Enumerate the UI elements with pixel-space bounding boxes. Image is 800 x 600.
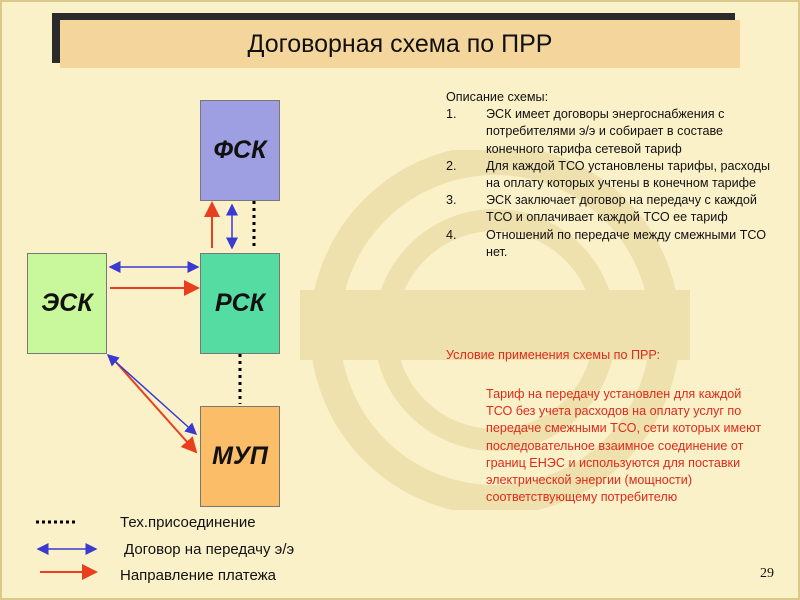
condition-title: Условие применения схемы по ПРР:: [446, 348, 661, 362]
item-number: 4.: [446, 227, 457, 242]
box-rsk: РСК: [200, 253, 280, 354]
legend-payment-label: Направление платежа: [120, 567, 277, 584]
list-item: 2. Для каждой ТСО установлены тарифы, рас…: [446, 158, 776, 192]
item-number: 2.: [446, 158, 457, 173]
condition-text: Тариф на передачу установлен для каждой …: [486, 387, 762, 505]
arrow-payment-esk-mup: [114, 360, 198, 454]
description-list: 1. ЭСК имеет договоры энергоснабжения с п…: [446, 106, 776, 261]
description-heading: Описание схемы:: [446, 90, 549, 104]
arrow-contract-esk-mup: [106, 353, 198, 436]
list-item: 4. Отношений по передаче между смежными Т…: [446, 227, 776, 261]
list-item: 1. ЭСК имеет договоры энергоснабжения с п…: [446, 106, 776, 158]
item-number: 1.: [446, 107, 457, 122]
title-bar: Договорная схема по ПРР: [60, 20, 740, 68]
box-mup: МУП: [200, 406, 280, 507]
item-text: Для каждой ТСО установлены тарифы, расхо…: [486, 158, 771, 191]
legend-contract-label: Договор на передачу э/э: [124, 541, 295, 558]
item-text: ЭСК заключает договор на передачу с кажд…: [486, 193, 757, 225]
box-fsk: ФСК: [200, 100, 280, 201]
page-title: Договорная схема по ПРР: [247, 29, 553, 58]
item-number: 3.: [446, 193, 457, 208]
eeс-logo-watermark: [300, 150, 690, 510]
description: Описание схемы: 1. ЭСК имеет договоры эне…: [446, 89, 776, 261]
box-esk: ЭСК: [27, 253, 107, 354]
item-text: ЭСК имеет договоры энергоснабжения с пот…: [486, 107, 725, 156]
page-number: 29: [760, 566, 774, 581]
list-item: 3. ЭСК заключает договор на передачу с ка…: [446, 192, 776, 226]
item-text: Отношений по передаче между смежными ТСО…: [486, 227, 767, 259]
legend-connection-label: Тех.присоединение: [120, 514, 256, 531]
